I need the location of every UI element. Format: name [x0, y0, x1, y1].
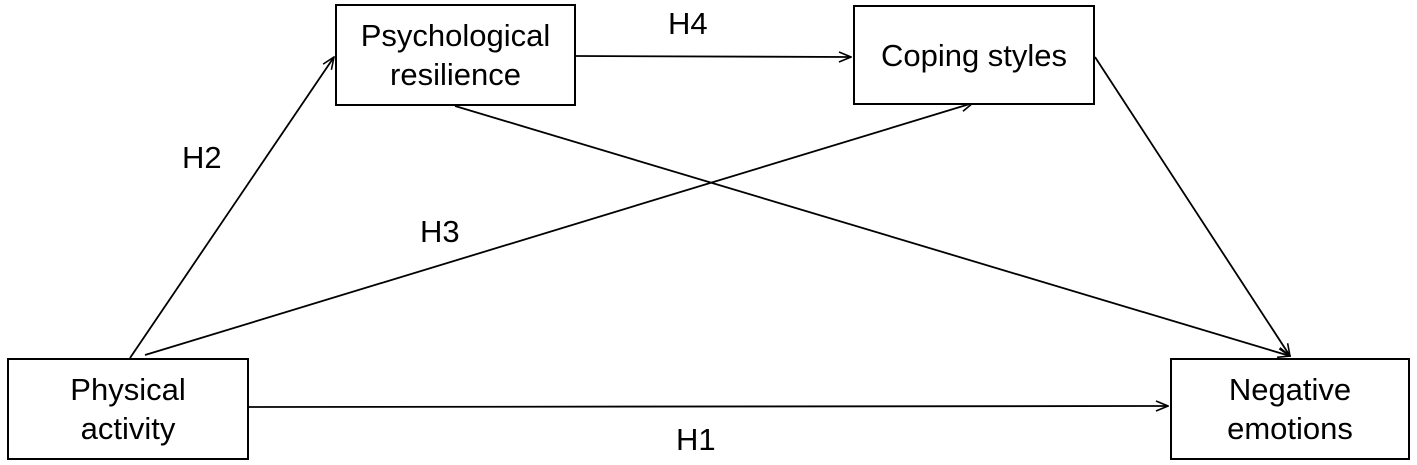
edge-label-h3: H3 — [420, 214, 460, 249]
edge-label-h2: H2 — [182, 140, 222, 175]
arrow-h4 — [575, 56, 851, 57]
node-negative-emotions-line1: Negative — [1228, 372, 1352, 407]
node-negative-emotions-line2: emotions — [1227, 411, 1353, 446]
node-physical-activity: Physical activity — [7, 358, 249, 460]
node-psychological-resilience: Psychological resilience — [335, 4, 576, 106]
arrow-h1 — [248, 406, 1168, 407]
edge-label-h1: H1 — [676, 422, 716, 457]
node-physical-activity-line2: activity — [80, 411, 176, 446]
node-coping-styles: Coping styles — [853, 5, 1095, 105]
node-physical-activity-line1: Physical — [70, 372, 186, 407]
arrow-coping-to-negative — [1094, 56, 1290, 356]
node-negative-emotions: Negative emotions — [1170, 358, 1410, 460]
arrow-h3 — [144, 103, 973, 356]
node-coping-styles-line1: Coping styles — [880, 37, 1068, 73]
arrow-h2 — [129, 57, 334, 359]
arrow-resilience-to-negative — [454, 105, 1290, 356]
node-psychological-resilience-line1: Psychological — [360, 18, 551, 53]
node-psychological-resilience-line2: resilience — [390, 57, 521, 92]
edge-label-h4: H4 — [668, 6, 708, 41]
